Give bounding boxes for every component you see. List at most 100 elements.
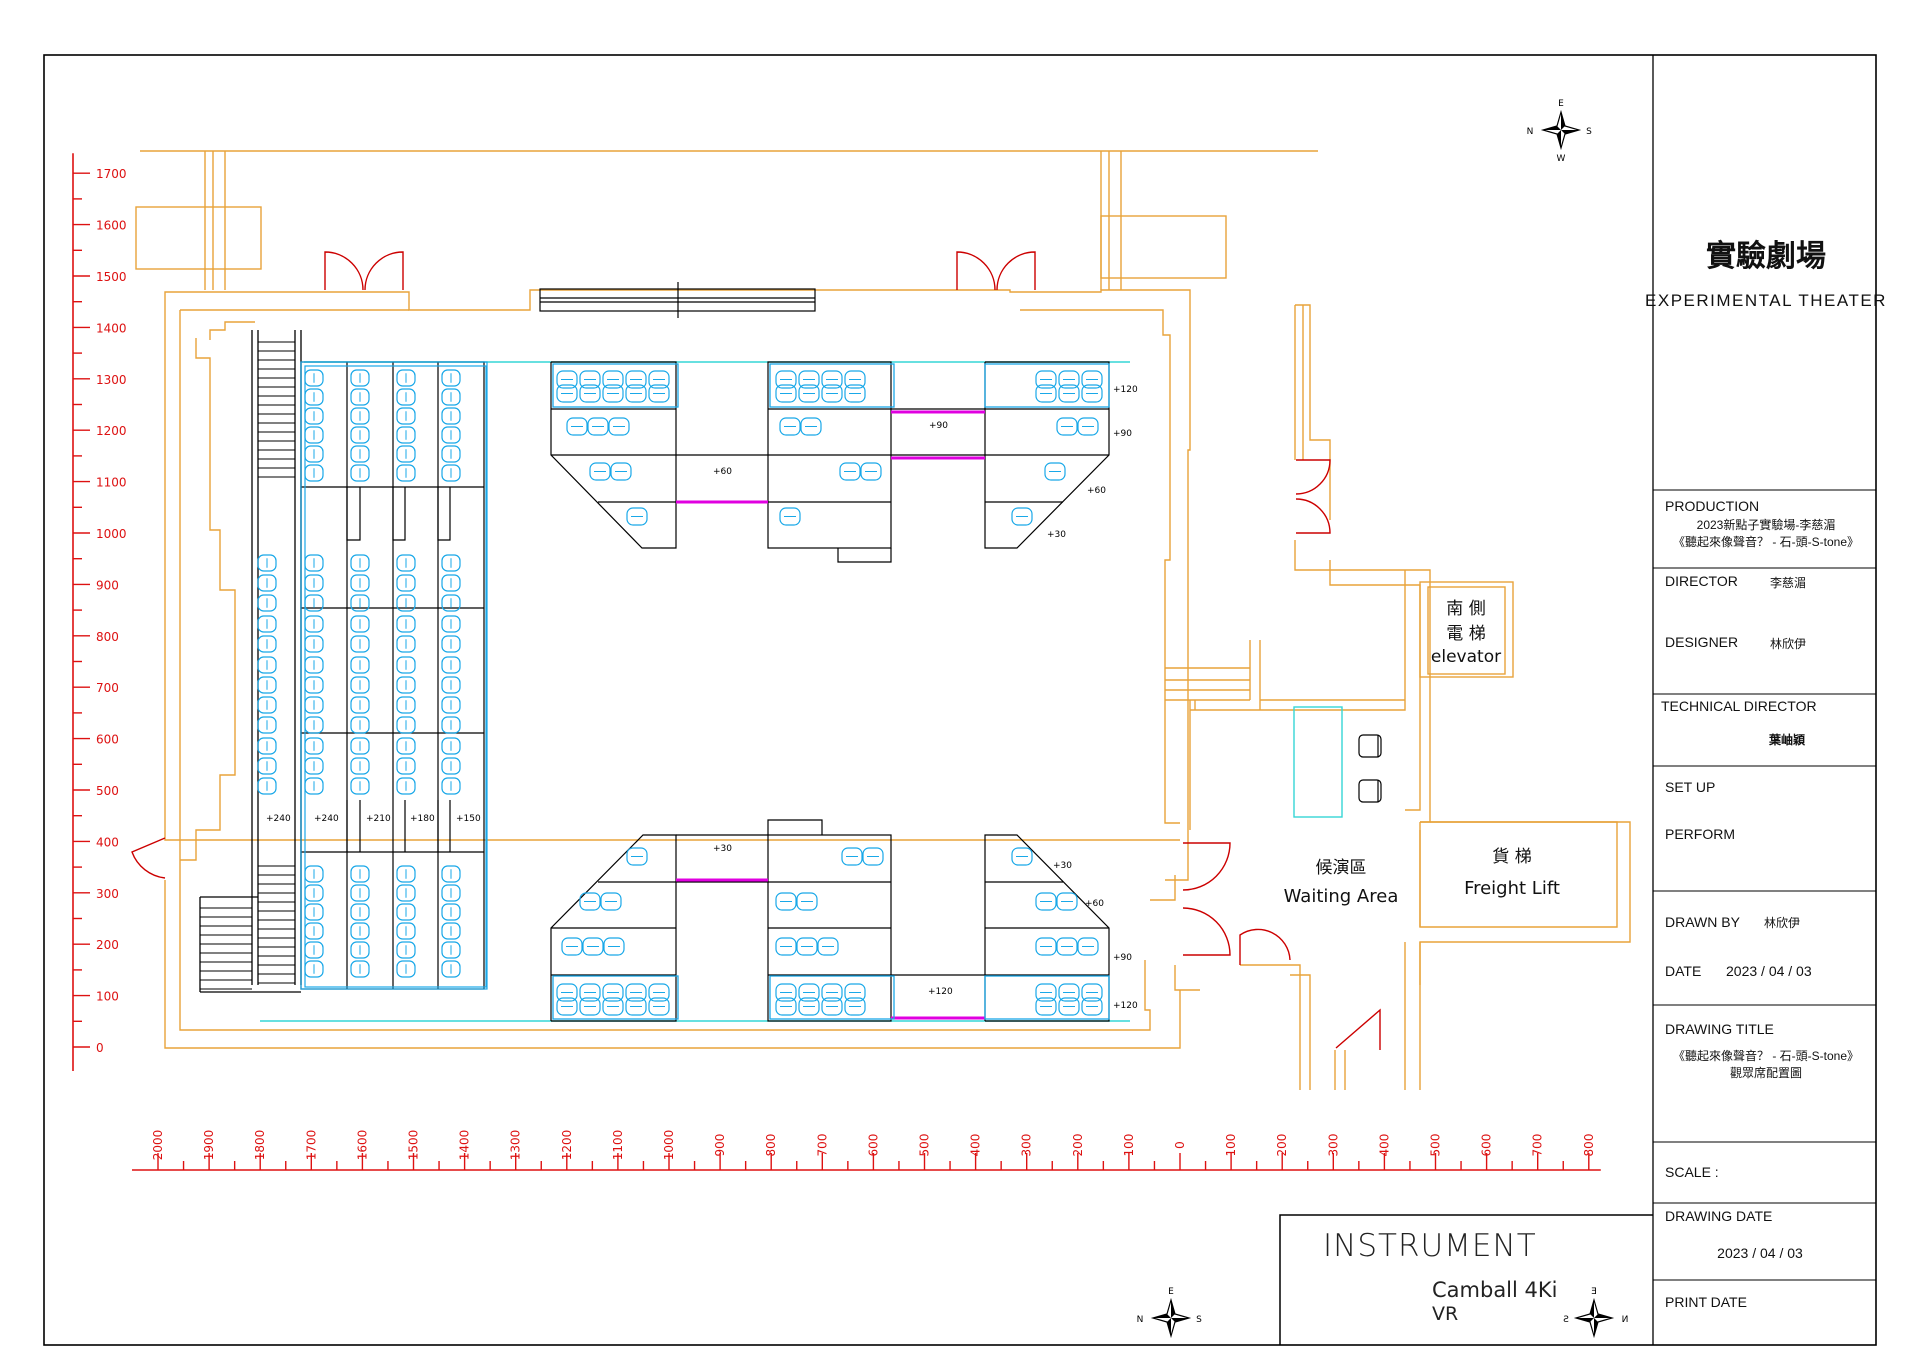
seat — [350, 388, 370, 406]
compass-icon: E N S — [1563, 1287, 1628, 1339]
seat — [396, 656, 416, 674]
seat — [350, 656, 370, 674]
seat — [350, 574, 370, 592]
svg-text:+90: +90 — [1113, 953, 1132, 963]
ruler-label: 900 — [96, 578, 119, 592]
ruler-label: 600 — [866, 1134, 880, 1157]
technical-director-value: 葉岫穎 — [1768, 732, 1806, 747]
seat — [1056, 937, 1078, 956]
seat — [441, 737, 461, 755]
freight-lift-label-cn: 貨 梯 — [1492, 847, 1531, 867]
seat — [350, 737, 370, 755]
seat — [350, 777, 370, 795]
ruler-label: 0 — [1173, 1141, 1187, 1149]
ruler-label: 1900 — [202, 1130, 216, 1161]
seat — [396, 941, 416, 959]
seat — [579, 892, 601, 911]
seat — [396, 777, 416, 795]
svg-text:E: E — [1168, 1287, 1174, 1297]
seat — [1058, 384, 1080, 403]
seat — [396, 407, 416, 425]
instrument-line2: VR — [1432, 1303, 1458, 1325]
seat — [779, 507, 801, 526]
seat — [396, 922, 416, 940]
seat — [304, 903, 324, 921]
ruler-label: 700 — [815, 1134, 829, 1157]
seat — [844, 983, 866, 1002]
seat — [1056, 417, 1078, 436]
seat — [1081, 370, 1103, 389]
seat — [625, 384, 647, 403]
ruler-label: 1800 — [253, 1130, 267, 1161]
seat — [396, 884, 416, 902]
seat — [1058, 983, 1080, 1002]
seat — [1035, 892, 1057, 911]
seat — [821, 997, 843, 1016]
ruler-label: 1500 — [407, 1130, 421, 1161]
svg-text:W: W — [1557, 154, 1566, 164]
seat — [396, 426, 416, 444]
ruler-label: 800 — [96, 630, 119, 644]
seat — [1035, 983, 1057, 1002]
ruler-label: 0 — [96, 1041, 104, 1055]
seat — [587, 417, 609, 436]
seat — [396, 594, 416, 612]
top-seat-blocks — [552, 363, 1110, 408]
seat — [304, 777, 324, 795]
seat — [839, 462, 861, 481]
seat — [396, 737, 416, 755]
seat — [1044, 462, 1066, 481]
seat — [257, 635, 277, 653]
seat — [304, 594, 324, 612]
seat — [796, 892, 818, 911]
seat — [600, 892, 622, 911]
seat — [396, 696, 416, 714]
ruler-label: 1500 — [96, 270, 127, 284]
seat — [257, 656, 277, 674]
seat — [304, 445, 324, 463]
seat — [561, 937, 583, 956]
seat — [441, 716, 461, 734]
seat — [257, 615, 277, 633]
perform-label: PERFORM — [1665, 826, 1735, 842]
seat — [441, 676, 461, 694]
seat — [602, 370, 624, 389]
seat — [350, 941, 370, 959]
seat — [304, 716, 324, 734]
seat — [257, 554, 277, 572]
seat — [1081, 983, 1103, 1002]
bottom-risers — [550, 819, 1110, 1022]
svg-text:+90: +90 — [1113, 429, 1132, 439]
seat — [626, 847, 648, 866]
seat — [1035, 370, 1057, 389]
seat — [648, 384, 670, 403]
bottom-seats — [556, 847, 1103, 1016]
top-riser-heights: +120 +90 +90 +60 +60 +30 — [713, 385, 1138, 540]
ruler-label: 700 — [96, 681, 119, 695]
seat — [441, 388, 461, 406]
ruler-label: 600 — [1480, 1134, 1494, 1157]
seat — [304, 388, 324, 406]
bottom-riser-heights: +30 +30 +60 +90 +120 +120 — [713, 844, 1138, 1011]
seat — [304, 656, 324, 674]
seat — [350, 554, 370, 572]
stage-edges — [260, 361, 1343, 1022]
seat — [844, 370, 866, 389]
seat — [1035, 997, 1057, 1016]
seat — [441, 635, 461, 653]
seat — [610, 462, 632, 481]
compass-icon: E W N S — [1527, 99, 1593, 164]
ruler-label: 1100 — [96, 476, 127, 490]
seat — [350, 615, 370, 633]
ruler-label: 800 — [1582, 1134, 1596, 1157]
drawn-by-label: DRAWN BY — [1665, 914, 1741, 930]
seat — [798, 997, 820, 1016]
seat — [1035, 384, 1057, 403]
seat — [556, 370, 578, 389]
seat — [1077, 937, 1099, 956]
title-block: 實驗劇場 EXPERIMENTAL THEATER PRODUCTION 202… — [1645, 239, 1885, 1310]
designer-value: 林欣伊 — [1770, 637, 1806, 651]
seat — [304, 407, 324, 425]
svg-text:+120: +120 — [1113, 385, 1138, 395]
ruler-label: 1200 — [96, 424, 127, 438]
